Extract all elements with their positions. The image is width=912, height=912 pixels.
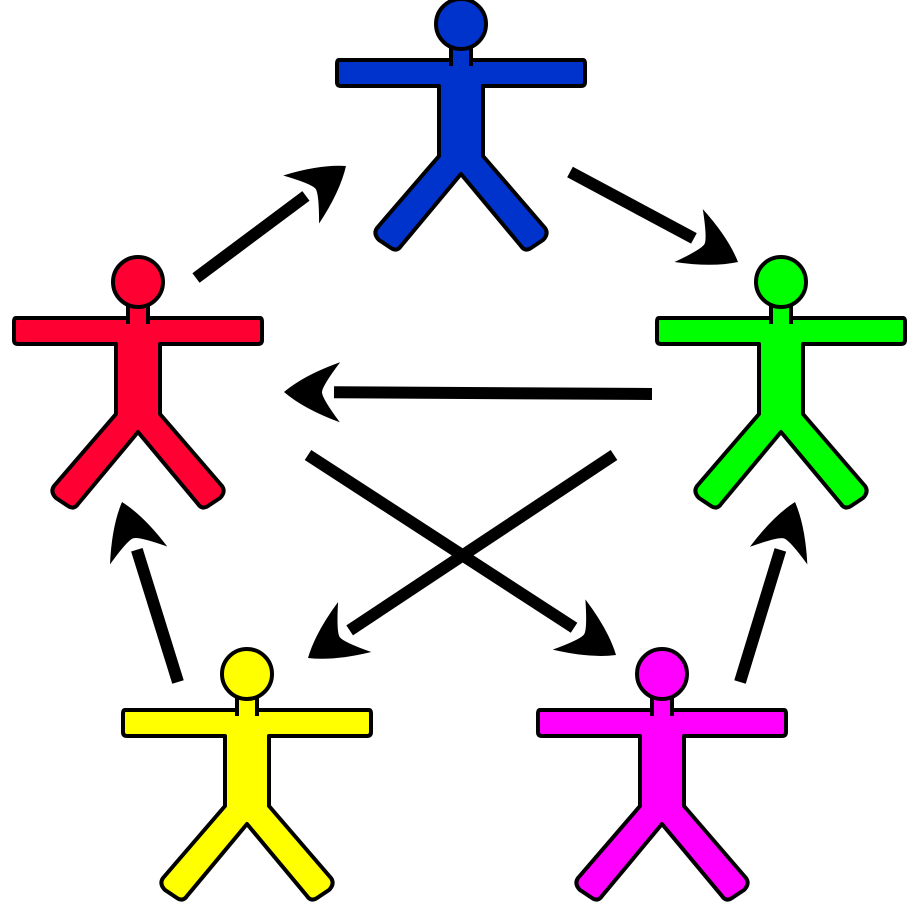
arrow-head	[552, 599, 616, 656]
nodes-layer	[12, 0, 907, 902]
edges-layer	[109, 165, 808, 684]
arrow-yellow-to-red	[109, 502, 184, 684]
arrow-blue-to-green	[567, 166, 738, 265]
arrow-shaft	[333, 386, 653, 400]
arrow-shaft	[192, 191, 310, 283]
green-person-icon	[655, 255, 907, 510]
arrow-head	[109, 502, 168, 565]
person-body	[121, 708, 373, 902]
person-body	[335, 58, 587, 252]
arrow-shaft	[346, 450, 618, 636]
person-body	[536, 708, 788, 902]
arrow-green-to-red	[284, 362, 653, 423]
arrow-red-to-blue	[192, 165, 346, 283]
arrow-green-to-yellow	[308, 450, 618, 659]
arrow-shaft	[131, 547, 184, 684]
arrow-head	[283, 165, 346, 224]
person-head	[434, 0, 488, 51]
arrow-head	[749, 502, 808, 565]
arrow-shaft	[567, 166, 697, 244]
person-head	[635, 647, 689, 701]
arrow-shaft	[734, 548, 787, 684]
arrow-head	[308, 602, 372, 659]
yellow-person-icon	[121, 647, 373, 902]
person-body	[12, 316, 264, 510]
person-body	[655, 316, 907, 510]
arrow-red-to-magenta	[304, 449, 616, 656]
red-person-icon	[12, 255, 264, 510]
arrow-head	[674, 209, 738, 265]
arrow-head	[284, 362, 341, 423]
magenta-person-icon	[536, 647, 788, 902]
person-head	[754, 255, 808, 309]
arrow-magenta-to-green	[734, 502, 808, 684]
person-head	[220, 647, 274, 701]
blue-person-icon	[335, 0, 587, 252]
person-head	[111, 255, 165, 309]
arrow-shaft	[304, 449, 578, 633]
